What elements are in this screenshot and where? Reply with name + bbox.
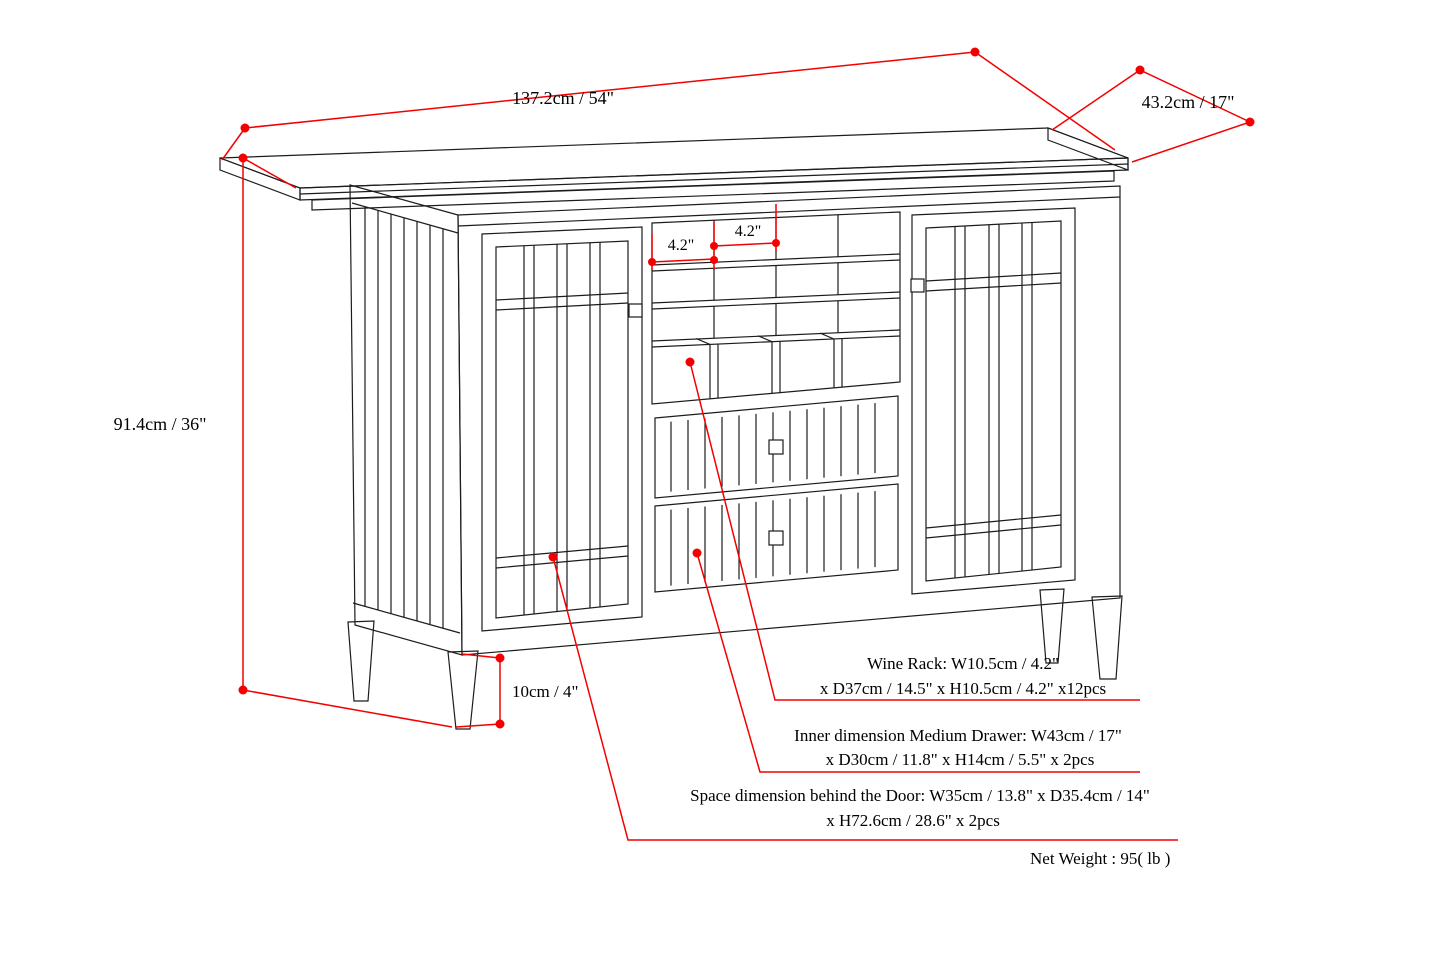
left-door-knob — [628, 303, 643, 318]
leader-door: Space dimension behind the Door: W35cm /… — [548, 552, 1178, 841]
dimension-wine-cell-left: 4.2" — [648, 222, 718, 270]
right-door — [910, 207, 1076, 595]
dimension-width: 137.2cm / 54" — [221, 47, 1116, 161]
width-dimension-label: 137.2cm / 54" — [512, 88, 614, 108]
dimension-leg-height: 10cm / 4" — [455, 653, 578, 729]
wine-rack-note-line1: Wine Rack: W10.5cm / 4.2" — [867, 654, 1059, 673]
drawer-top — [654, 395, 899, 499]
door-note-line1: Space dimension behind the Door: W35cm /… — [690, 786, 1150, 805]
leader-drawer: Inner dimension Medium Drawer: W43cm / 1… — [692, 548, 1140, 773]
drawer-note-line2: x D30cm / 11.8" x H14cm / 5.5" x 2pcs — [826, 750, 1095, 769]
door-note-line2: x H72.6cm / 28.6" x 2pcs — [826, 811, 1000, 830]
wine-rack-note-line2: x D37cm / 14.5" x H10.5cm / 4.2" x12pcs — [820, 679, 1106, 698]
drawer-top-knob — [768, 439, 784, 455]
height-dimension-label: 91.4cm / 36" — [114, 414, 207, 434]
drawer-bottom-knob — [768, 530, 784, 546]
left-side-panel — [349, 184, 463, 656]
depth-dimension-label: 43.2cm / 17" — [1142, 92, 1235, 112]
right-door-knob — [910, 278, 925, 293]
leg-height-label: 10cm / 4" — [512, 682, 578, 701]
cabinet-top — [219, 127, 1129, 211]
net-weight-label: Net Weight : 95( lb ) — [1030, 849, 1170, 868]
drawer-note-line1: Inner dimension Medium Drawer: W43cm / 1… — [794, 726, 1122, 745]
dimension-height: 91.4cm / 36" — [114, 153, 453, 728]
wine-cell-left-label: 4.2" — [668, 237, 695, 254]
legs — [347, 588, 1123, 730]
dimension-wine-cell-right: 4.2" — [710, 204, 780, 252]
dimension-depth: 43.2cm / 17" — [1051, 65, 1255, 163]
left-door — [481, 226, 643, 632]
cabinet-drawing — [219, 127, 1129, 730]
leader-wine-rack: Wine Rack: W10.5cm / 4.2" x D37cm / 14.5… — [685, 357, 1140, 701]
drawer-bottom — [654, 483, 899, 593]
wine-cell-right-label: 4.2" — [735, 223, 762, 240]
